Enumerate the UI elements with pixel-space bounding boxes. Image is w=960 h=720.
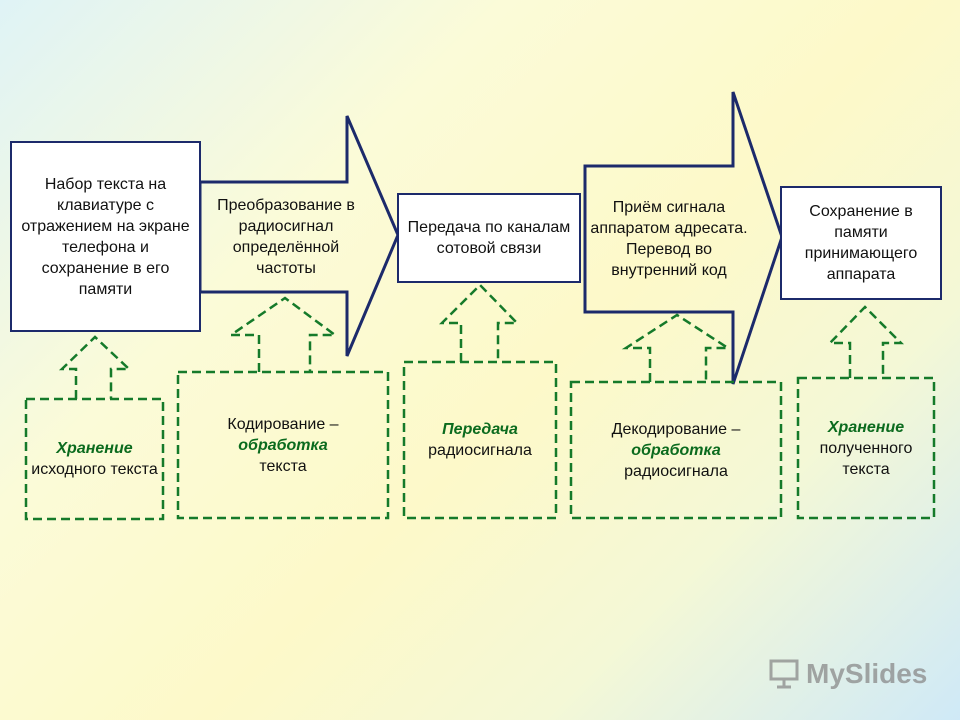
encode-step-label: Преобразование в радиосигнал определённо… (201, 182, 371, 292)
up-arrow-3 (438, 283, 520, 362)
bottom-stage-5-highlight: Хранение (827, 418, 905, 436)
myslides-watermark: MySlides (768, 656, 927, 692)
transmit-step-text: Передача по каналам сотовой связи (407, 219, 571, 257)
bottom-stage-4: Декодирование – обработка радиосигнала (573, 384, 779, 516)
bottom-stage-2-text: текста (259, 457, 307, 475)
presentation-board-icon (769, 659, 799, 689)
bottom-box-4 (569, 380, 783, 520)
up-arrow-4 (621, 313, 733, 382)
bottom-stage-5-text: полученного текста (819, 439, 913, 478)
bottom-stage-1-highlight: Хранение (56, 440, 133, 457)
encode-step-text: Преобразование в радиосигнал определённо… (217, 197, 355, 277)
bottom-stage-2-prefix: Кодирование – (227, 415, 339, 433)
bottom-stage-5: Хранение полученного текста (800, 380, 932, 516)
bottom-stage-4-text: радиосигнала (624, 462, 728, 480)
up-arrow-2 (226, 296, 339, 372)
store-step-box: Сохранение в памяти принимающего аппарат… (780, 186, 942, 300)
bottom-box-2 (176, 370, 390, 520)
decode-arrow (583, 91, 784, 385)
up-arrow-1 (58, 335, 133, 399)
bottom-stage-3-highlight: Передача (442, 421, 518, 438)
bottom-stage-3-text: радиосигнала (428, 442, 532, 459)
bottom-stage-2-highlight: обработка (238, 436, 328, 454)
bottom-stage-3: Передача радиосигнала (406, 364, 554, 516)
up-arrow-5 (827, 305, 905, 378)
decode-step-label: Приём сигнала аппаратом адресата. Перево… (588, 166, 750, 312)
decode-step-text: Приём сигнала аппаратом адресата. Перево… (590, 199, 748, 279)
bottom-box-1 (24, 397, 165, 521)
bottom-stage-4-highlight: обработка (631, 441, 721, 459)
bottom-box-5 (796, 376, 936, 520)
store-step-text: Сохранение в памяти принимающего аппарат… (804, 203, 918, 283)
input-step-text: Набор текста на клавиатуре с отражением … (21, 175, 190, 298)
bottom-box-3 (402, 360, 558, 520)
encode-arrow (198, 115, 400, 357)
transmit-step-box: Передача по каналам сотовой связи (397, 193, 581, 283)
bottom-stage-1-text: исходного текста (31, 461, 158, 478)
bottom-stage-4-prefix: Декодирование – (611, 420, 741, 438)
input-step-box: Набор текста на клавиатуре с отражением … (10, 141, 201, 332)
bottom-stage-2: Кодирование – обработка текста (180, 374, 386, 516)
bottom-stage-1: Хранение исходного текста (28, 401, 161, 517)
watermark-text: MySlides (806, 658, 928, 689)
